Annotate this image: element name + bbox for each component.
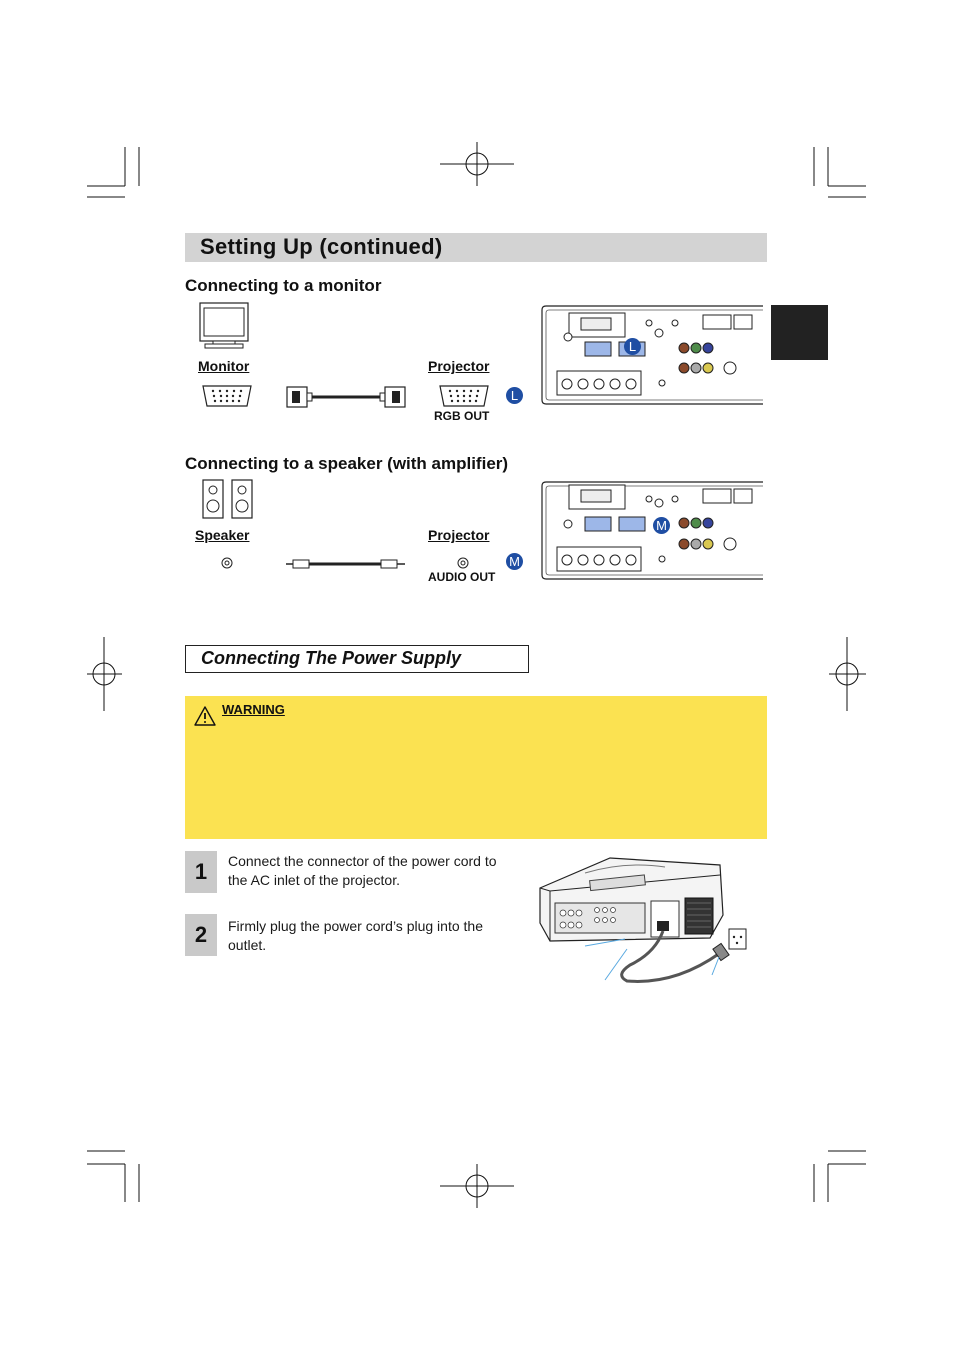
page-title: Setting Up (continued)	[200, 234, 443, 259]
title-bar: Setting Up (continued)	[185, 233, 767, 262]
monitor-icon	[199, 302, 249, 349]
projector-panel-icon	[541, 481, 763, 580]
rgb-out-label: RGB OUT	[434, 409, 490, 423]
warning-title: WARNING	[222, 702, 285, 717]
step-number-1: 1	[185, 851, 217, 893]
port-marker-m: M	[506, 553, 523, 570]
section-tab	[771, 305, 828, 360]
panel-marker-l: L	[624, 338, 641, 355]
audio-out-label: AUDIO OUT	[428, 570, 496, 584]
vga-connector-icon	[439, 385, 489, 407]
vga-connector-icon	[202, 385, 252, 407]
power-section-heading: Connecting The Power Supply	[201, 648, 462, 668]
monitor-section-heading: Connecting to a monitor	[185, 276, 382, 295]
step-number-2: 2	[185, 914, 217, 956]
warning-triangle-icon	[194, 706, 216, 726]
projector-power-icon	[539, 857, 747, 983]
speaker-icon	[202, 479, 253, 519]
step-text-2: Firmly plug the power cord’s plug into t…	[228, 918, 483, 953]
projector-panel-icon	[541, 305, 763, 405]
monitor-label: Monitor	[198, 358, 250, 374]
audio-cable-icon	[286, 559, 405, 569]
warning-box: WARNING	[185, 696, 767, 839]
registration-target-icon	[87, 142, 866, 1208]
port-marker-l: L	[506, 387, 523, 404]
speaker-projector-label: Projector	[428, 527, 490, 543]
speaker-label: Speaker	[195, 527, 250, 543]
rgb-cable-icon	[286, 386, 406, 408]
panel-marker-m: M	[653, 517, 670, 534]
speaker-section-heading: Connecting to a speaker (with amplifier)	[185, 454, 509, 473]
power-section-box: Connecting The Power Supply	[185, 645, 529, 673]
step-text-1: Connect the connector of the power cord …	[228, 853, 497, 888]
monitor-projector-label: Projector	[428, 358, 490, 374]
audio-jack-icon	[221, 557, 233, 569]
audio-jack-icon	[457, 557, 469, 569]
